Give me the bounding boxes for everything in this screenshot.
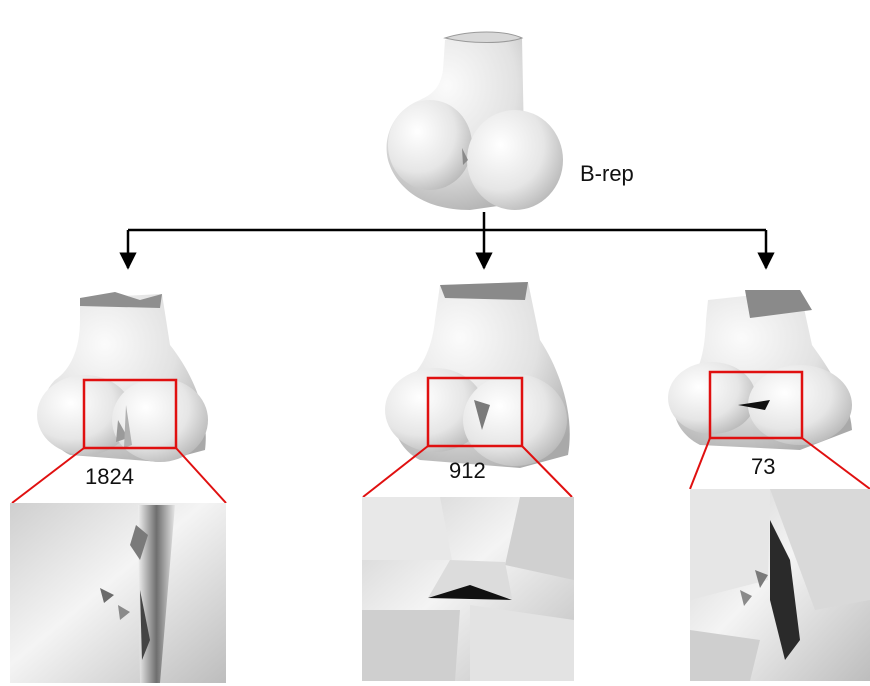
- variant-2-zoom-view: [362, 497, 574, 681]
- variant-1-zoom-view: [10, 503, 226, 683]
- brep-bone-model: [387, 32, 563, 210]
- variant-1-bone-model: [37, 292, 208, 462]
- variant-3-bone-model: [668, 290, 852, 450]
- root-label: B-rep: [580, 161, 634, 186]
- variant-1-label: 1824: [85, 464, 134, 489]
- variant-2-bone-model: [385, 282, 570, 468]
- tree-connector: [128, 212, 766, 268]
- variant-2-label: 912: [449, 458, 486, 483]
- variant-3-zoom-view: [690, 489, 870, 681]
- variant-3-label: 73: [751, 454, 775, 479]
